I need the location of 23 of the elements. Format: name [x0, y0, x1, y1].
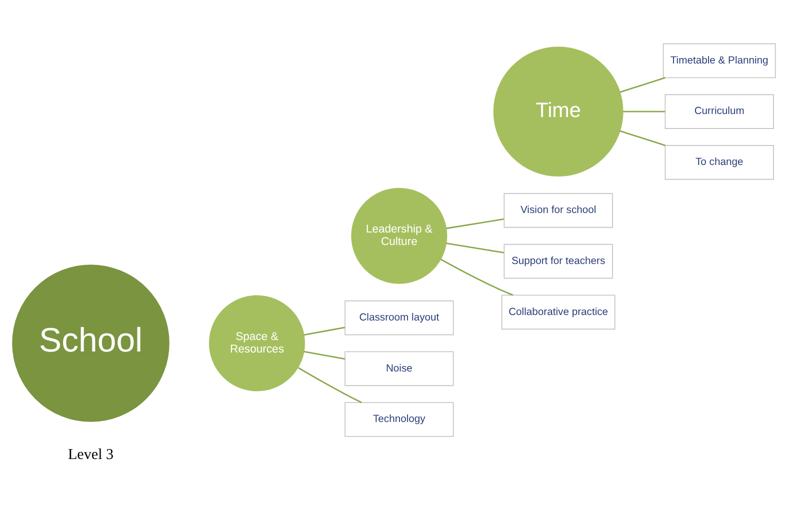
- connector: [298, 367, 362, 404]
- node-box: Vision for school: [504, 193, 613, 228]
- node-box: Technology: [344, 402, 454, 437]
- connector: [620, 77, 666, 93]
- connector: [446, 242, 504, 254]
- node-circle: School: [12, 264, 170, 422]
- connector: [304, 326, 345, 336]
- connector: [623, 110, 666, 112]
- node-box: Noise: [344, 351, 454, 386]
- node-box: Timetable & Planning: [662, 43, 776, 78]
- node-circle: Leadership & Culture: [351, 188, 448, 284]
- label: Level 3: [68, 446, 114, 463]
- node-circle: Space & Resources: [208, 295, 306, 392]
- node-circle: Time: [493, 46, 624, 177]
- connector: [620, 130, 666, 146]
- connector: [304, 350, 345, 360]
- node-box: Collaborative practice: [501, 294, 616, 330]
- connector: [446, 218, 504, 230]
- node-box: Classroom layout: [344, 300, 454, 336]
- node-box: Support for teachers: [504, 244, 613, 279]
- connector: [440, 258, 514, 296]
- node-box: Curriculum: [664, 94, 774, 129]
- node-box: To change: [664, 145, 774, 180]
